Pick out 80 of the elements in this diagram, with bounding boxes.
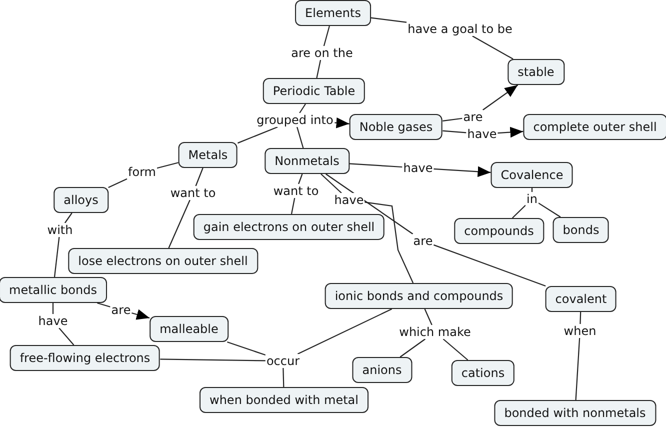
concept-box: bonds [552, 217, 610, 243]
connector-line [472, 36, 514, 60]
connector-line [299, 104, 306, 114]
linking-phrase: are on the [290, 46, 354, 60]
connector-line [296, 126, 304, 148]
linking-phrase: form [127, 165, 157, 179]
connector-line [370, 17, 407, 23]
concept-box: Nonmetals [264, 148, 350, 174]
concept-box: anions [352, 357, 412, 383]
concept-box: stable [508, 59, 564, 85]
linking-phrase: grouped into [256, 113, 334, 127]
connector-line [442, 338, 468, 360]
connector-line [316, 60, 322, 78]
connector-line [97, 302, 110, 308]
connector-line [160, 358, 266, 362]
connector-line [349, 163, 402, 168]
connector-line [442, 118, 462, 122]
connector-line [297, 308, 392, 354]
connector-line [195, 168, 204, 186]
concept-box: covalent [545, 286, 617, 312]
connector-line [434, 244, 546, 287]
concept-box: Periodic Table [262, 78, 366, 104]
concept-box: free-flowing electrons [10, 345, 160, 371]
connector-line [298, 174, 303, 184]
connector-line [58, 328, 74, 346]
connector-line [334, 117, 350, 128]
connector-line [498, 126, 524, 138]
connector-line [575, 338, 580, 400]
concept-box: gain electrons on outer shell [193, 214, 385, 240]
linking-phrase: are [462, 110, 484, 124]
connector-line [227, 341, 266, 356]
connector-line [108, 178, 128, 188]
linking-phrase: when [562, 324, 598, 338]
concept-box: alloys [54, 187, 108, 213]
concept-box: malleable [150, 316, 228, 342]
concept-box: Elements [295, 0, 371, 26]
connector-line [168, 200, 190, 248]
concept-box: cations [451, 360, 515, 386]
linking-phrase: have [402, 161, 434, 175]
concept-box: complete outer shell [523, 114, 666, 140]
concept-box: bonded with nonmetals [494, 400, 656, 426]
linking-phrase: occur [265, 354, 301, 368]
connector-line [52, 303, 54, 314]
connector-line [434, 166, 491, 178]
connector-line [320, 174, 342, 194]
connector-line [323, 26, 330, 46]
linking-phrase: which make [398, 325, 472, 339]
concept-box: when bonded with metal [200, 387, 368, 413]
connector-line [156, 162, 178, 169]
linking-phrase: are [412, 234, 434, 248]
connector-line [326, 174, 414, 234]
connector-line [282, 368, 284, 388]
concept-box: metallic bonds [0, 277, 107, 303]
connector-line [237, 126, 278, 144]
linking-phrase: have [37, 314, 69, 328]
connector-line [64, 212, 72, 224]
linking-phrase: have [333, 193, 365, 207]
linking-phrase: in [526, 192, 538, 206]
concept-box: ionic bonds and compounds [324, 283, 514, 309]
linking-phrase: with [46, 223, 74, 237]
concept-box: lose electrons on outer shell [68, 248, 258, 274]
concept-box: Noble gases [349, 114, 443, 140]
connector-line [132, 309, 150, 320]
linking-phrase: want to [272, 184, 320, 198]
connector-line [442, 130, 466, 134]
connector-line [290, 198, 296, 214]
concept-box: Metals [178, 142, 238, 168]
connector-line [512, 204, 526, 218]
linking-phrase: have [466, 127, 498, 141]
linking-phrase: have a goal to be [406, 22, 514, 36]
connector-line [54, 236, 60, 278]
connector-line [482, 84, 518, 110]
concept-box: compounds [454, 218, 544, 244]
connector-line [580, 312, 582, 324]
connector-line [538, 202, 561, 218]
linking-phrase: want to [169, 186, 217, 200]
concept-box: Covalence [490, 162, 574, 188]
connector-line [424, 308, 432, 326]
connector-line [364, 202, 414, 284]
connector-line [400, 338, 426, 358]
